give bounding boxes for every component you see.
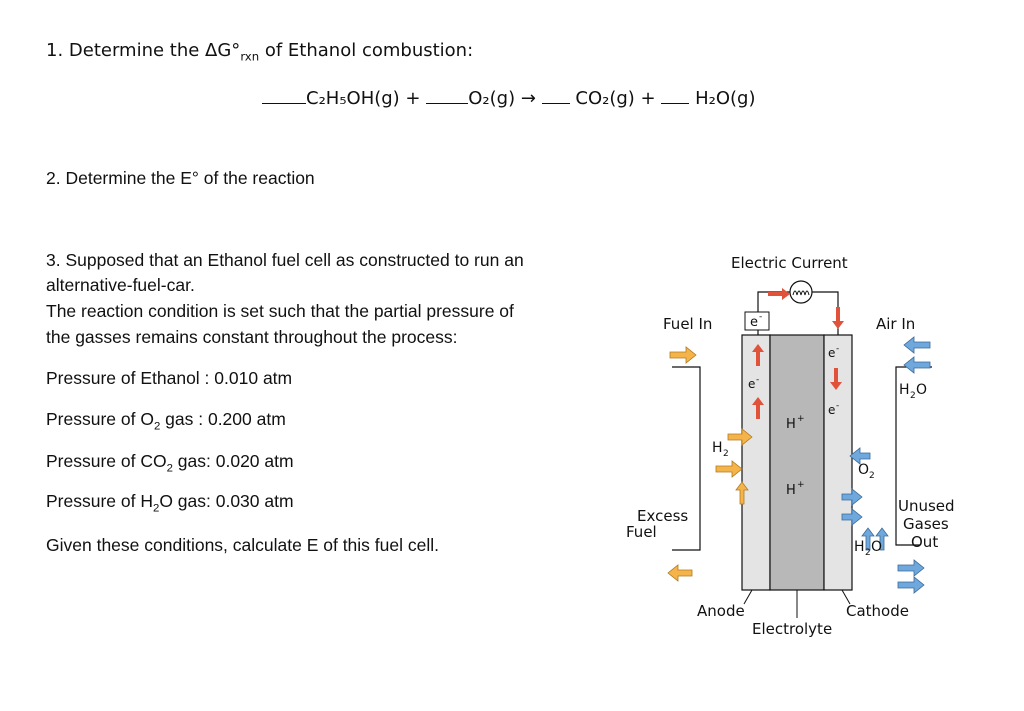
pressure-o2: Pressure of O2 gas : 0.200 atm — [46, 409, 286, 433]
unused-gases-arrow-icon — [897, 559, 925, 577]
eq-co2: CO₂(g) + — [575, 88, 656, 109]
coil-icon — [792, 290, 810, 296]
eq-ethanol: C₂H₅OH(g) + — [306, 88, 421, 109]
anode-plate — [741, 334, 771, 591]
electrolyte-plate — [769, 334, 825, 591]
air-in-arrow-icon — [903, 336, 931, 354]
q3-final: Given these conditions, calculate E of t… — [46, 535, 439, 555]
coef-blank-o2[interactable] — [426, 102, 469, 104]
sub-2: 2 — [166, 462, 173, 475]
electron-label: e — [828, 346, 835, 360]
fuel-in-label: Fuel In — [663, 315, 712, 333]
h2-label: H — [712, 440, 723, 456]
proton-label: H — [786, 483, 796, 498]
gas-up-arrow-icon — [861, 527, 875, 551]
o2-arrow-icon — [849, 447, 871, 465]
gas-up-arrow-icon — [875, 527, 889, 551]
h2o-bottom-sub: 2 — [865, 548, 871, 558]
q3-line-2: alternative-fuel-car. — [46, 275, 195, 295]
fuel-arrow-icon — [715, 460, 743, 478]
fuel-up-arrow-icon — [735, 481, 749, 505]
q3-line-4: the gasses remains constant throughout t… — [46, 327, 458, 347]
coef-blank-co2[interactable] — [541, 102, 570, 104]
pressure-o2-b: gas : 0.200 atm — [160, 409, 286, 429]
excess-fuel-arrow-icon — [667, 564, 693, 582]
proton-label: H — [786, 417, 796, 432]
pressure-ethanol: Pressure of Ethanol : 0.010 atm — [46, 368, 293, 388]
q1-rest: of Ethanol combustion: — [259, 40, 474, 61]
q1-intro: 1. Determine the ΔG° — [46, 40, 241, 61]
electron-down-arrow-icon — [830, 368, 842, 390]
proton-charge: + — [797, 414, 805, 424]
gases-label: Gases — [903, 515, 949, 533]
eq-h2o: H₂O(g) — [695, 88, 756, 109]
pressure-co2-a: Pressure of CO — [46, 451, 167, 471]
anode-label: Anode — [697, 602, 745, 620]
pressure-o2-a: Pressure of O — [46, 409, 154, 429]
current-arrow-right-icon — [768, 288, 790, 300]
combustion-equation: C₂H₅OH(g) + O₂(g) → CO₂(g) + H₂O(g) — [262, 88, 755, 109]
electron-down-arrow-icon — [832, 307, 844, 329]
sub-2: 2 — [152, 502, 160, 515]
anode-leader — [743, 589, 753, 605]
q3-line-1: 3. Supposed that an Ethanol fuel cell as… — [46, 250, 524, 270]
h2o-bottom-h: H — [854, 539, 865, 555]
electron-label: e — [748, 377, 755, 391]
electron-up-arrow-icon — [752, 344, 764, 366]
electron-charge: - — [759, 312, 762, 322]
pressure-h2o-b: O gas: 0.030 atm — [159, 491, 294, 511]
pressure-h2o-a: Pressure of H — [46, 491, 153, 511]
h2o-top-o: O — [916, 382, 927, 398]
question-2: 2. Determine the E° of the reaction — [46, 168, 315, 188]
electron-up-arrow-icon — [752, 397, 764, 419]
cathode-label: Cathode — [846, 602, 909, 620]
h2o-top-h: H — [899, 382, 910, 398]
air-in-label: Air In — [876, 315, 915, 333]
coef-blank-h2o[interactable] — [661, 102, 690, 104]
pressure-co2-b: gas: 0.020 atm — [172, 451, 294, 471]
electron-charge: - — [836, 344, 839, 354]
unused-gases-arrow-icon — [897, 576, 925, 594]
pressure-h2o: Pressure of H2O gas: 0.030 atm — [46, 491, 294, 515]
fuel-in-arrow-icon — [669, 346, 697, 364]
electrolyte-label: Electrolyte — [752, 620, 832, 638]
fuel-label: Fuel — [626, 523, 657, 541]
q3-line-3: The reaction condition is set such that … — [46, 301, 514, 321]
electron-charge: - — [756, 375, 759, 385]
electron-label: e — [750, 315, 758, 330]
o2-label: O — [858, 462, 869, 478]
resistor-icon — [789, 280, 813, 304]
electron-label: e — [828, 403, 835, 417]
cathode-leader — [841, 589, 851, 605]
h2-subscript: 2 — [723, 449, 729, 459]
question-1: 1. Determine the ΔG°rxn of Ethanol combu… — [46, 40, 473, 64]
electric-current-label: Electric Current — [731, 254, 848, 272]
air-in-arrow-icon — [903, 356, 931, 374]
h2o-arrow-icon — [841, 508, 863, 526]
proton-charge: + — [797, 480, 805, 490]
anode-housing — [672, 366, 701, 551]
sub-2: 2 — [153, 420, 161, 433]
q1-sub-rxn: rxn — [240, 49, 260, 64]
electron-charge: - — [836, 401, 839, 411]
unused-label: Unused — [898, 497, 955, 515]
pressure-co2: Pressure of CO2 gas: 0.020 atm — [46, 451, 294, 475]
eq-o2: O₂(g) → — [468, 88, 536, 109]
h2o-top-sub: 2 — [910, 391, 916, 401]
out-label: Out — [911, 533, 938, 551]
coef-blank-ethanol[interactable] — [262, 102, 306, 104]
o2-subscript: 2 — [869, 471, 875, 481]
e-label-box — [744, 311, 770, 331]
circuit-wire-right — [812, 291, 839, 335]
excess-label: Excess — [637, 507, 688, 525]
h2o-arrow-icon — [841, 488, 863, 506]
h2o-bottom-o: O — [871, 539, 882, 555]
h2-arrow-icon — [727, 428, 753, 446]
